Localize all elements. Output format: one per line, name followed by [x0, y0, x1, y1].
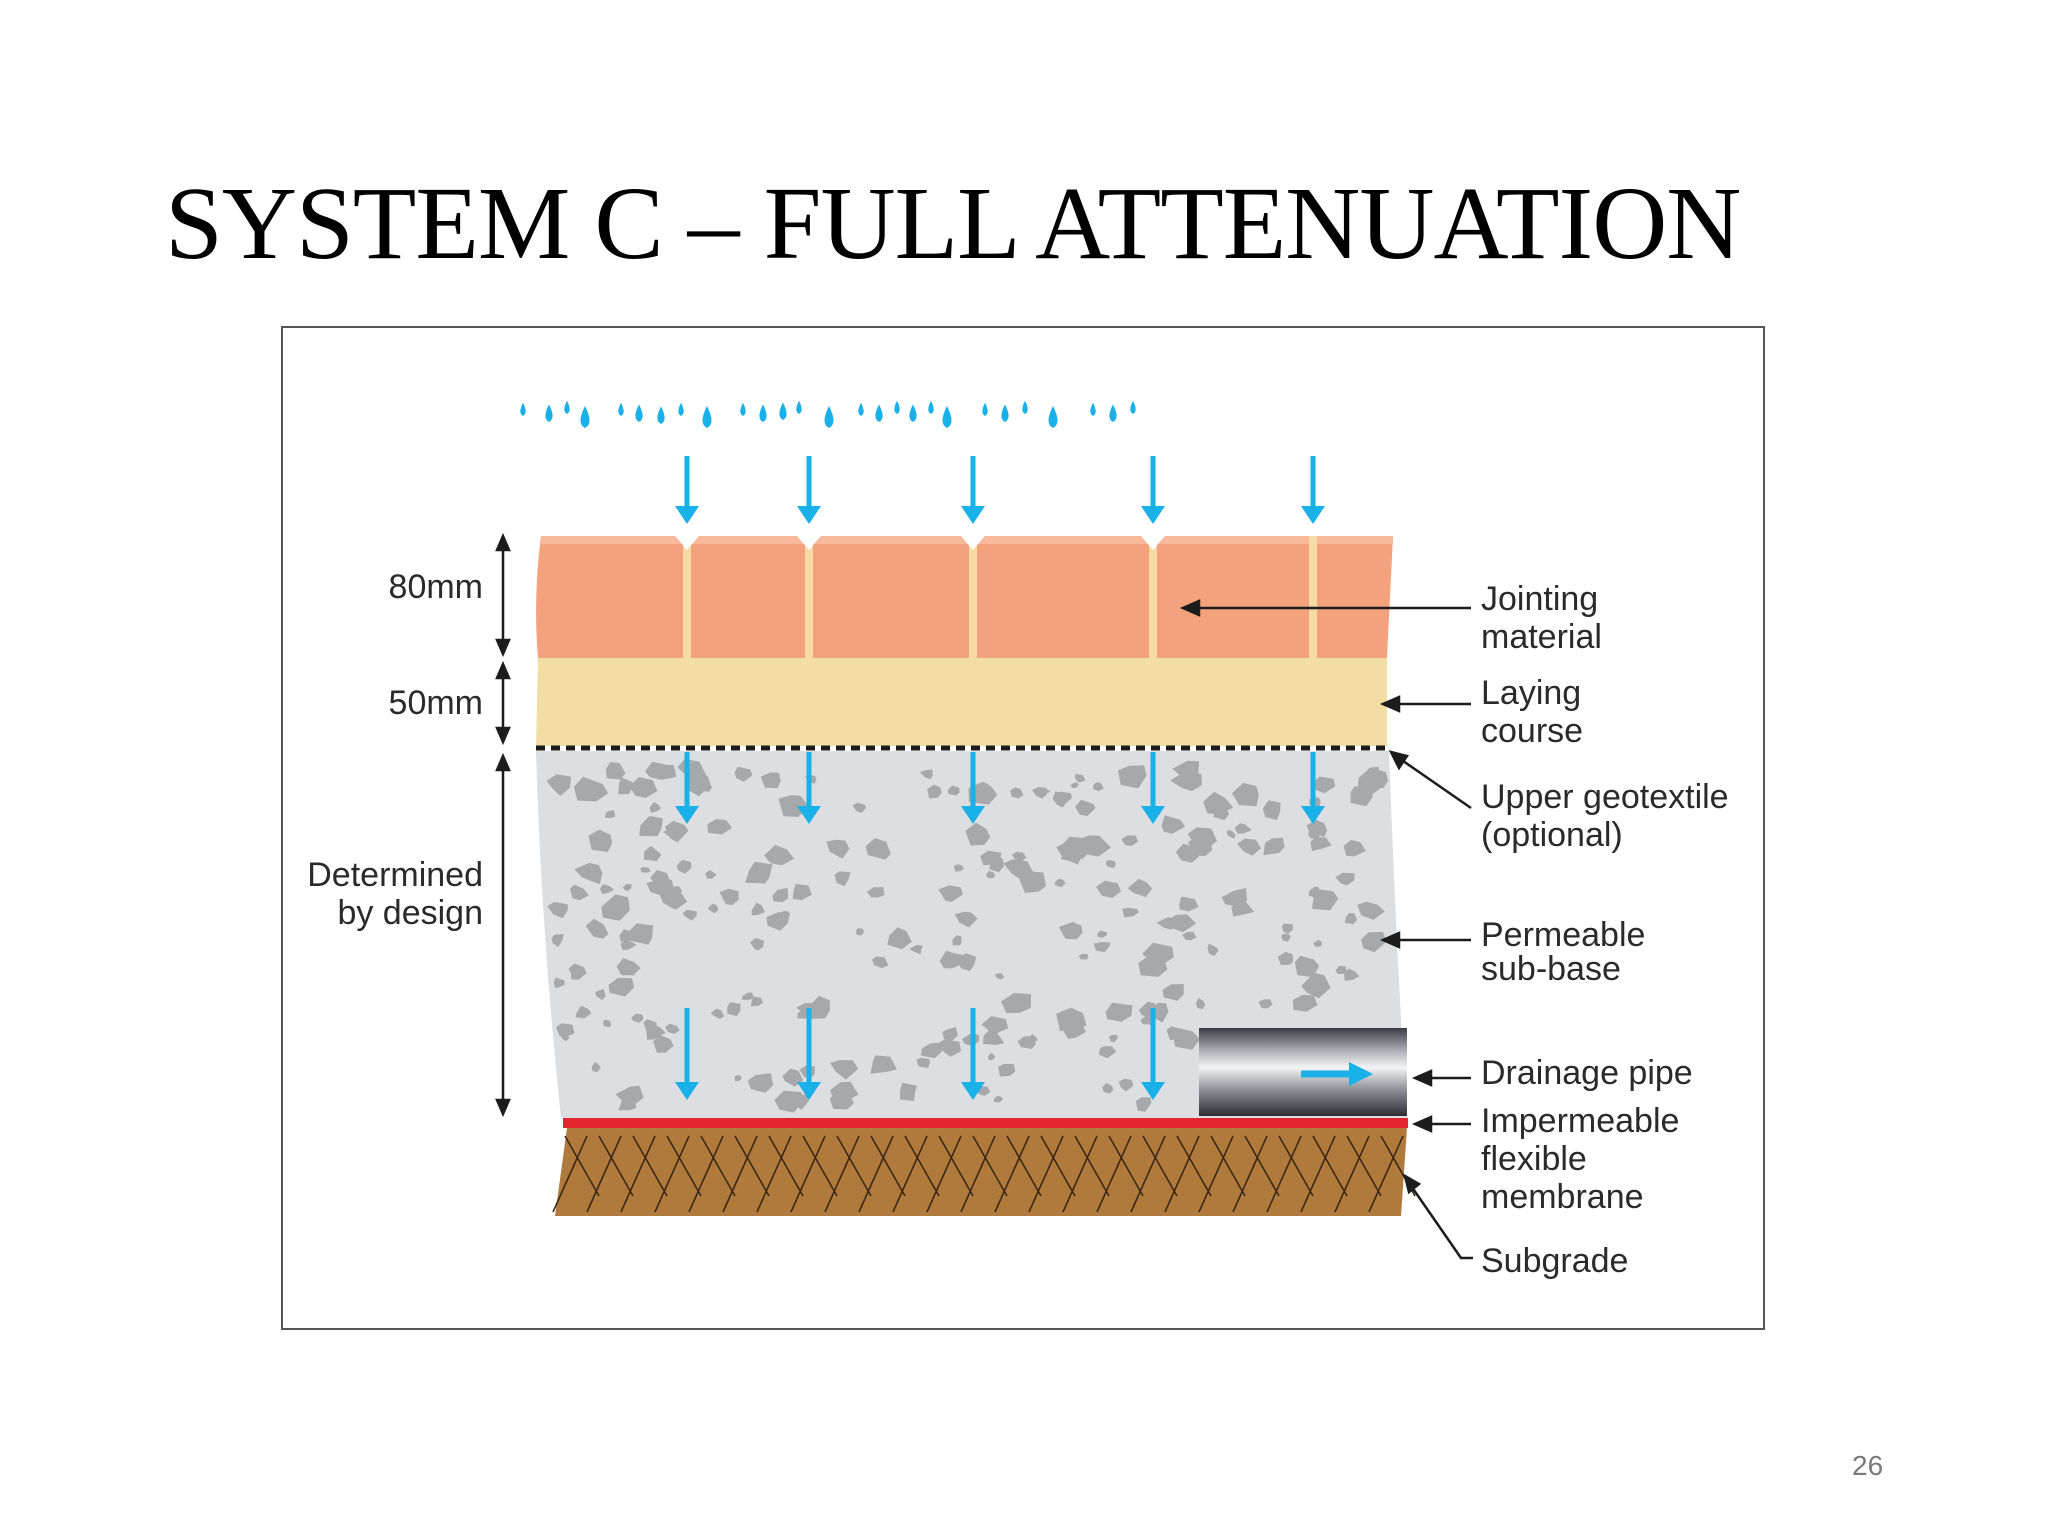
water-flow-arrow-icon [1141, 456, 1165, 524]
laying-course-layer [536, 658, 1387, 746]
water-flow-arrow-icon [961, 752, 985, 824]
water-flow-arrow-icon [675, 456, 699, 524]
raindrop-icon [894, 400, 900, 414]
label-membrane-1: Impermeable [1481, 1102, 1679, 1140]
dim-design-label-1: Determined [307, 856, 483, 894]
water-flow-arrow-icon [797, 752, 821, 824]
water-flow-arrow-icon [1301, 752, 1325, 824]
label-pipe: Drainage pipe [1481, 1054, 1693, 1092]
label-laying-1: Laying [1481, 674, 1581, 712]
label-membrane-3: membrane [1481, 1178, 1644, 1216]
label-geotextile-1: Upper geotextile [1481, 778, 1729, 816]
label-jointing-2: material [1481, 618, 1602, 656]
raindrop-icon [1048, 406, 1058, 428]
raindrop-icon [564, 400, 570, 414]
raindrop-icon [942, 406, 952, 428]
impermeable-membrane [563, 1118, 1408, 1128]
raindrop-icon [1001, 404, 1009, 422]
label-geotextile-2: (optional) [1481, 816, 1623, 854]
water-flow-arrow-icon [797, 456, 821, 524]
raindrop-icon [928, 400, 934, 414]
leader-lines [1179, 599, 1473, 1260]
dim-80mm-label: 80mm [389, 568, 483, 606]
water-flow-arrow-icon [675, 752, 699, 824]
raindrop-icon [779, 402, 787, 420]
label-subbase-1: Permeable [1481, 916, 1645, 954]
dim-50mm-label: 50mm [389, 684, 483, 722]
label-membrane-2: flexible [1481, 1140, 1587, 1178]
raindrop-icon [1090, 402, 1096, 416]
raindrop-icon [858, 402, 864, 416]
raindrop-icon [1109, 404, 1117, 422]
page-number: 26 [1852, 1450, 1884, 1481]
raindrop-icon [657, 406, 665, 424]
raindrops [520, 400, 1136, 428]
dimension-markers [495, 532, 511, 1118]
water-flow-arrow-icon [961, 1008, 985, 1100]
water-flow-arrows [675, 456, 1325, 1100]
raindrop-icon [1022, 400, 1028, 414]
water-flow-arrow-icon [675, 1008, 699, 1100]
label-subbase-2: sub-base [1481, 950, 1621, 988]
paving-layer [536, 536, 1393, 658]
raindrop-icon [875, 404, 883, 422]
dim-design-label-2: by design [337, 894, 483, 932]
diagram-frame: 80mm 50mm Determined by design Jointing … [281, 326, 1765, 1330]
raindrop-icon [796, 400, 802, 414]
raindrop-icon [824, 406, 834, 428]
water-flow-arrow-icon [1301, 456, 1325, 524]
aggregate-stones [546, 758, 1389, 1113]
slide-title: SYSTEM C – FULL ATTENUATION [165, 166, 1741, 281]
water-flow-arrow-icon [1141, 1008, 1165, 1100]
water-flow-arrow-icon [797, 1008, 821, 1100]
label-subgrade: Subgrade [1481, 1242, 1628, 1280]
cross-section-diagram: 80mm 50mm Determined by design Jointing … [307, 400, 1729, 1280]
water-flow-arrow-icon [961, 456, 985, 524]
raindrop-icon [740, 402, 746, 416]
jointing-material [675, 536, 1317, 658]
label-laying-2: course [1481, 712, 1583, 750]
raindrop-icon [678, 402, 684, 416]
raindrop-icon [635, 404, 643, 422]
raindrop-icon [520, 402, 526, 416]
raindrop-icon [545, 404, 553, 422]
drainage-pipe [1199, 1028, 1407, 1116]
raindrop-icon [618, 402, 624, 416]
label-jointing-1: Jointing [1481, 580, 1598, 618]
raindrop-icon [580, 406, 590, 428]
subgrade-layer [552, 1128, 1416, 1216]
raindrop-icon [1130, 400, 1136, 414]
raindrop-icon [702, 406, 712, 428]
raindrop-icon [759, 404, 767, 422]
raindrop-icon [909, 404, 917, 422]
raindrop-icon [982, 402, 988, 416]
water-flow-arrow-icon [1141, 752, 1165, 824]
